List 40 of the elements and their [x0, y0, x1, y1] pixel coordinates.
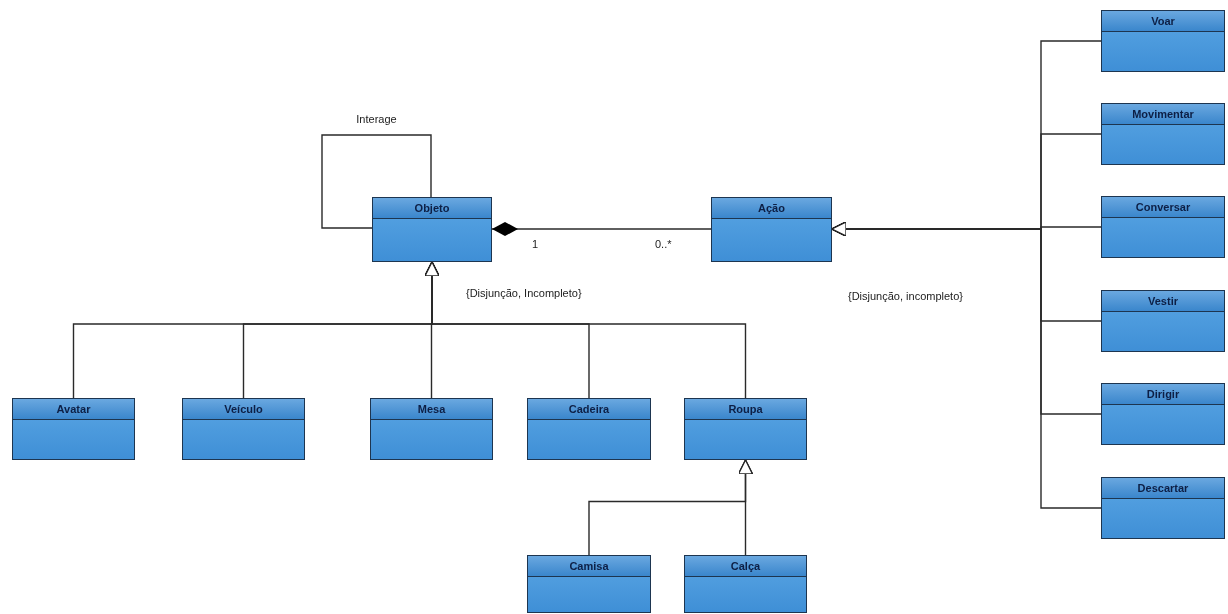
class-name: Roupa: [728, 403, 763, 415]
class-name: Cadeira: [568, 403, 610, 415]
class-name: Veículo: [224, 403, 263, 415]
class-box: [12, 398, 135, 460]
class-name: Vestir: [1148, 295, 1178, 307]
class-name: Camisa: [569, 560, 609, 572]
class-box: [370, 398, 493, 460]
class-box: [1101, 290, 1225, 352]
class-box: [684, 555, 807, 613]
multiplicity-label: 1: [532, 238, 539, 250]
generalization-arrow: [831, 221, 1102, 509]
class-box: [527, 555, 651, 613]
class-name: Mesa: [417, 403, 446, 415]
class-name: Movimentar: [1132, 108, 1194, 120]
edge-label: Interage: [354, 113, 399, 125]
class-box: [684, 398, 807, 460]
class-box: [1101, 477, 1225, 539]
constraint-label: {Disjunção, Incompleto}: [466, 287, 582, 299]
generalization-arrow: [737, 459, 754, 556]
class-name: Objeto: [414, 202, 450, 214]
class-box: [1101, 383, 1225, 445]
class-name: Conversar: [1135, 201, 1191, 213]
constraint-label: {Disjunção, incompleto}: [848, 290, 963, 302]
class-box: [711, 197, 832, 262]
class-box: [1101, 10, 1225, 72]
class-name: Calça: [730, 560, 761, 572]
multiplicity-label: 0..*: [655, 238, 672, 250]
class-box: [1101, 196, 1225, 258]
class-name: Dirigir: [1146, 388, 1180, 400]
generalization-arrow: [424, 261, 747, 399]
class-box: [372, 197, 492, 262]
class-box: [1101, 103, 1225, 165]
composition-line: [491, 222, 712, 236]
class-name: Voar: [1151, 15, 1175, 27]
class-name: Ação: [758, 202, 785, 214]
class-box: [527, 398, 651, 460]
association-line: [321, 134, 432, 229]
class-name: Descartar: [1137, 482, 1189, 494]
class-name: Avatar: [56, 403, 91, 415]
class-box: [182, 398, 305, 460]
